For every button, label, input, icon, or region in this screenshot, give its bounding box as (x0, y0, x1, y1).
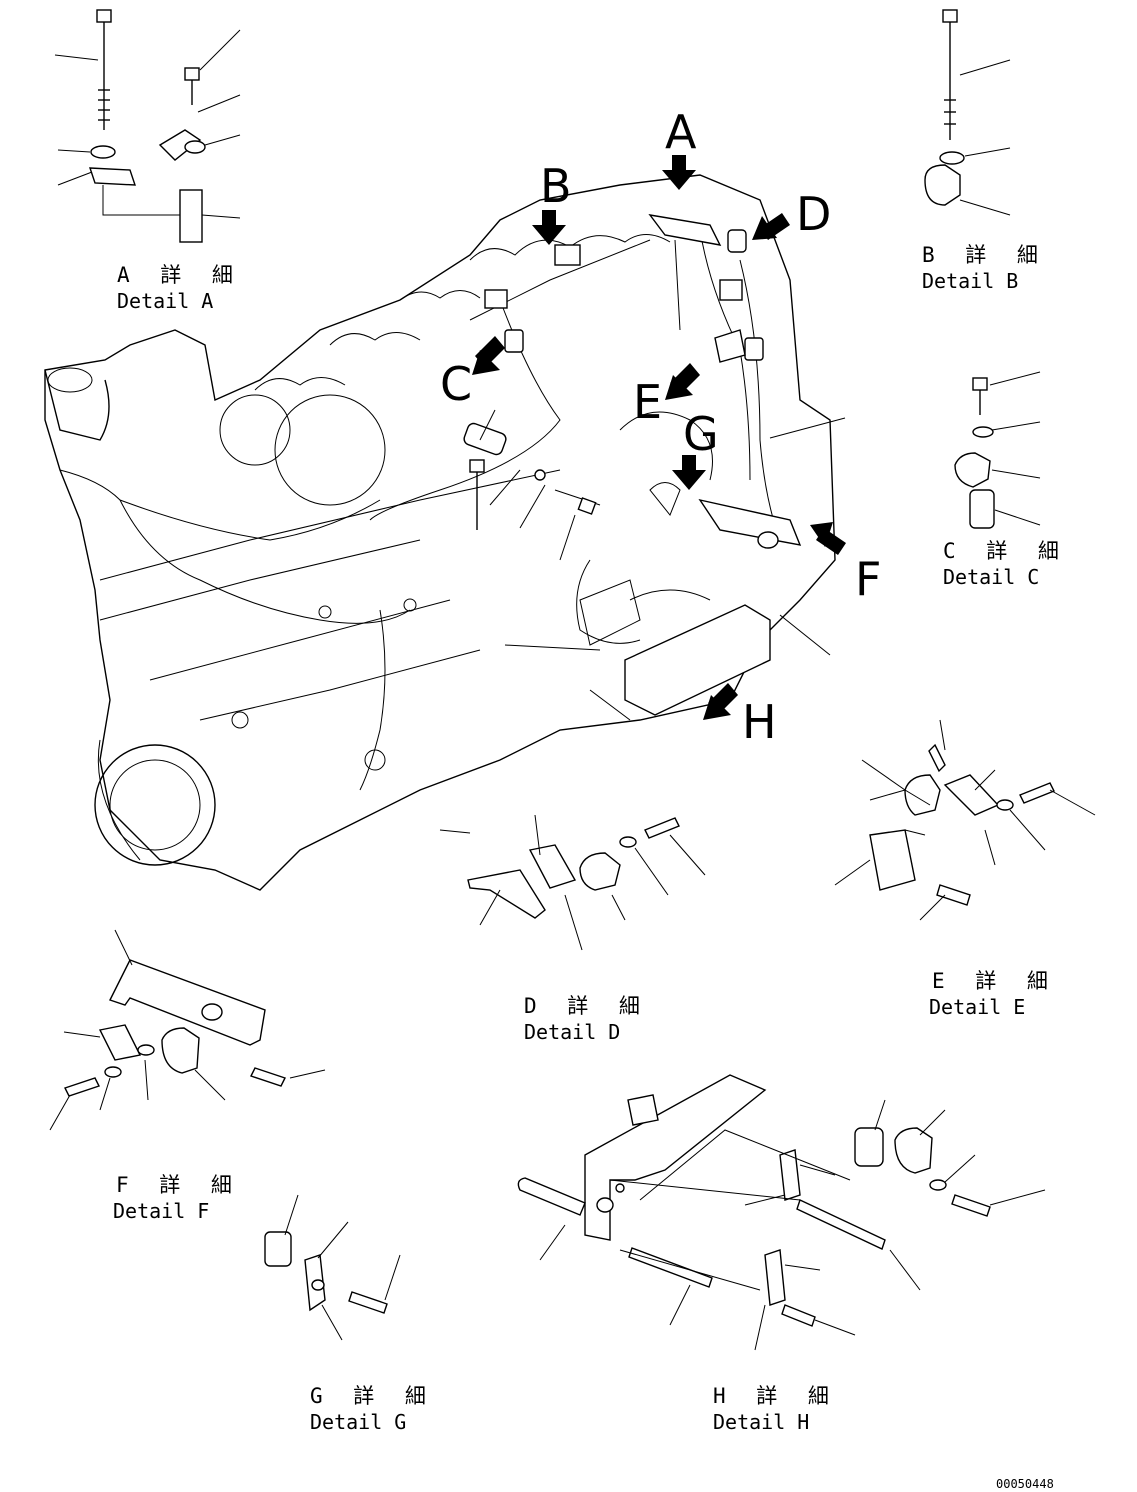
detail-e-jp-caption: E 詳 細 (932, 969, 1057, 993)
detail-f-drawing (49, 929, 326, 1131)
detail-h-drawing (517, 1074, 1046, 1351)
callout-e: E (633, 375, 662, 429)
detail-c-jp-caption: C 詳 細 (943, 539, 1068, 563)
detail-d-en-caption: Detail D (524, 1020, 620, 1044)
arrow-d-icon (752, 213, 790, 240)
arrow-b-icon (532, 210, 566, 245)
detail-h-jp-caption: H 詳 細 (713, 1384, 838, 1408)
arrow-f-icon (810, 522, 846, 555)
view-arrows (472, 155, 846, 720)
detail-h-en-caption: Detail H (713, 1410, 809, 1434)
callout-b: B (540, 159, 572, 213)
detail-a-jp-caption: A 詳 細 (117, 263, 242, 287)
callout-letters: A B C D E F G H (440, 105, 881, 749)
detail-e-en-caption: Detail E (929, 995, 1025, 1019)
callout-g: G (683, 407, 719, 461)
callout-a: A (665, 105, 697, 159)
callout-h: H (742, 695, 777, 749)
callout-f: F (855, 552, 881, 606)
detail-d-drawing (439, 459, 706, 951)
detail-f-en-caption: Detail F (113, 1199, 209, 1223)
detail-e-drawing (834, 719, 1096, 921)
callout-d: D (796, 187, 831, 241)
callout-c: C (440, 357, 472, 411)
arrow-h-icon (703, 683, 738, 720)
detail-a-en-caption: Detail A (117, 289, 213, 313)
detail-a-drawing (54, 9, 241, 243)
document-number: 00050448 (996, 1477, 1054, 1491)
main-leader-lines (479, 409, 846, 656)
detail-g-jp-caption: G 詳 細 (310, 1384, 435, 1408)
arrow-g-icon (672, 455, 706, 490)
detail-d-jp-caption: D 詳 細 (524, 994, 649, 1018)
arrow-c-icon (472, 336, 505, 375)
detail-f-jp-caption: F 詳 細 (116, 1173, 241, 1197)
detail-b-en-caption: Detail B (922, 269, 1018, 293)
arrow-e-icon (665, 363, 700, 400)
detail-b-drawing (924, 9, 1011, 216)
arrow-a-icon (662, 155, 696, 190)
detail-g-drawing (264, 1194, 401, 1341)
detail-b-jp-caption: B 詳 細 (922, 243, 1047, 267)
engine-illustration (44, 174, 836, 891)
detail-g-en-caption: Detail G (310, 1410, 406, 1434)
detail-c-drawing (954, 371, 1041, 529)
detail-c-en-caption: Detail C (943, 565, 1039, 589)
